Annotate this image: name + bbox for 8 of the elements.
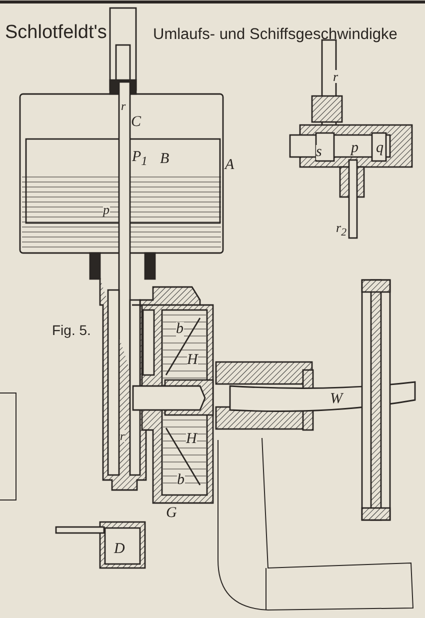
part-letter: P$_{1}$ [132, 150, 148, 168]
figure-number: Fig. 5. [52, 323, 91, 337]
title-text: Umlaufs- und Schiffsgeschwindigke [153, 27, 398, 42]
part-letter: r [333, 70, 338, 83]
part-letter: b [176, 322, 184, 337]
title-text: Schlotfeldt's [5, 23, 107, 42]
part-letter: s [316, 145, 322, 160]
part-letter: r [120, 430, 125, 442]
